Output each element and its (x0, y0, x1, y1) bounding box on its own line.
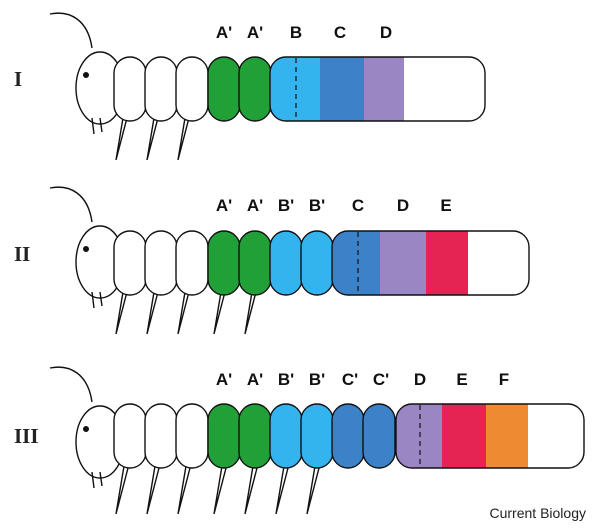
row-2-label-4: B' (309, 196, 325, 215)
row-2-thorax (113, 230, 209, 296)
row-2-region-tail (468, 231, 529, 295)
row-3-label-1: A' (216, 370, 232, 389)
row-2-segment-b2 (300, 230, 334, 296)
row-3-label-4: B' (309, 370, 325, 389)
row-1-region-b (270, 57, 320, 121)
row-2-segment-a1 (207, 230, 241, 296)
row-3-eye (83, 426, 89, 432)
row-2-numeral: II (14, 242, 30, 266)
row-1-label-5: D (380, 23, 392, 42)
row-2-label-5: C (352, 196, 364, 215)
row-1-region-c (320, 57, 364, 121)
row-3-label-5: C' (342, 370, 358, 389)
row-3-region-tail (528, 404, 584, 468)
row-1-mouthparts (91, 117, 103, 135)
row-2-antenna (49, 186, 93, 223)
row-3-label-9: F (499, 370, 509, 389)
row-3-legs (115, 464, 320, 515)
row-1-region-d (364, 57, 404, 121)
row-3-antenna (49, 366, 93, 403)
row-2-region-d (380, 231, 426, 295)
row-3-segment-a1 (207, 403, 241, 469)
row-1-thorax (113, 56, 209, 122)
row-1-label-4: C (334, 23, 346, 42)
row-2-segment-a2 (238, 230, 272, 296)
row-3-segment-b2 (300, 403, 334, 469)
row-3-mouthparts (91, 471, 103, 489)
row-2-label-7: E (440, 196, 451, 215)
row-3-region-f (486, 404, 528, 468)
row-3: III (14, 366, 585, 515)
row-1: I (14, 12, 486, 161)
row-2-eye (83, 246, 89, 252)
row-3-label-8: E (456, 370, 467, 389)
row-1-antenna (49, 12, 93, 49)
row-2-region-e (426, 231, 468, 295)
row-3-abdomen (395, 403, 585, 469)
row-2-label-1: A' (216, 196, 232, 215)
row-1-label-1: A' (216, 23, 232, 42)
row-3-label-2: A' (247, 370, 263, 389)
row-1-label-2: A' (247, 23, 263, 42)
row-3-label-6: C' (373, 370, 389, 389)
row-1-abdomen (269, 56, 486, 122)
row-2: II (14, 186, 530, 335)
row-2-region-c (332, 231, 380, 295)
row-1-numeral: I (14, 67, 22, 91)
row-3-segment-c2 (362, 403, 396, 469)
row-2-mouthparts (91, 291, 103, 309)
row-3-label-3: B' (278, 370, 294, 389)
row-1-label-3: B (290, 23, 302, 42)
row-1-segment-a2 (238, 56, 272, 122)
row-3-segment-a2 (238, 403, 272, 469)
row-1-eye (83, 72, 89, 78)
row-1-segment-a1 (207, 56, 241, 122)
row-2-abdomen (331, 230, 530, 296)
row-3-region-d (396, 404, 442, 468)
row-3-label-7: D (414, 370, 426, 389)
row-2-label-2: A' (247, 196, 263, 215)
row-3-numeral: III (14, 424, 39, 448)
journal-credit: Current Biology (489, 505, 587, 521)
row-3-region-e (442, 404, 486, 468)
row-2-segment-b1 (269, 230, 303, 296)
row-3-segment-c1 (331, 403, 365, 469)
row-3-segment-b1 (269, 403, 303, 469)
row-1-legs (115, 110, 191, 161)
row-2-label-3: B' (278, 196, 294, 215)
row-1-region-tail (404, 57, 485, 121)
row-2-label-6: D (397, 196, 409, 215)
row-3-thorax (113, 403, 209, 469)
